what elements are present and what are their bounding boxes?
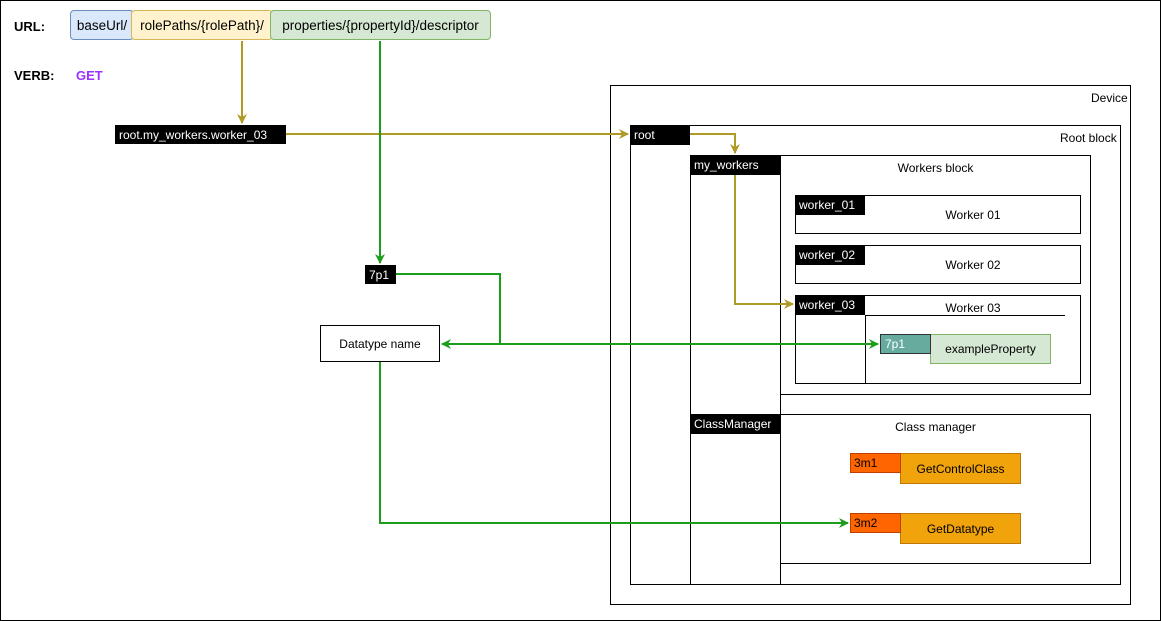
verb-value: GET <box>76 68 103 83</box>
method-3m2-tag: 3m2 <box>850 513 901 533</box>
method-3m1-tag: 3m1 <box>850 453 901 473</box>
property-id-tag: 7p1 <box>365 265 396 284</box>
url-segment-role-path: rolePaths/{rolePath}/ <box>131 10 273 40</box>
worker-02-title: Worker 02 <box>945 258 1001 272</box>
root-block-frame <box>630 125 1121 585</box>
example-property-box: exampleProperty <box>930 334 1051 364</box>
class-manager-tag: ClassManager <box>690 414 780 434</box>
my-workers-tag: my_workers <box>690 155 781 175</box>
wire-my-workers-to-worker-03 <box>734 175 794 309</box>
url-segment-property: properties/{propertyId}/descriptor <box>270 10 491 40</box>
worker-02-tag: worker_02 <box>795 245 865 265</box>
workers-block-frame <box>780 155 1091 395</box>
worker-01-title: Worker 01 <box>945 208 1001 222</box>
property-frame <box>865 315 1065 383</box>
root-tag: root <box>630 125 690 145</box>
role-path-tag: root.my_workers.worker_03 <box>115 125 286 144</box>
workers-block-title: Workers block <box>897 161 974 175</box>
wire-root-to-my-workers <box>690 133 740 154</box>
datatype-name-box: Datatype name <box>320 325 440 362</box>
class-manager-frame <box>780 414 1091 564</box>
method-get-datatype-box: GetDatatype <box>900 513 1021 544</box>
root-block-title: Root block <box>1060 131 1117 145</box>
class-manager-title: Class manager <box>895 420 976 434</box>
device-title: Device <box>1091 91 1128 105</box>
url-label: URL: <box>14 19 46 34</box>
worker-01-tag: worker_01 <box>795 195 865 215</box>
wire-property-tag-to-property <box>396 273 879 349</box>
verb-label: VERB: <box>14 68 55 83</box>
worker-03-tag: worker_03 <box>795 295 865 315</box>
property-tag: 7p1 <box>880 334 931 354</box>
worker-03-title: Worker 03 <box>945 301 1001 315</box>
method-get-control-class-box: GetControlClass <box>900 453 1021 484</box>
url-segment-base: baseUrl/ <box>70 10 134 40</box>
wire-datatype-to-get-datatype <box>379 362 849 528</box>
